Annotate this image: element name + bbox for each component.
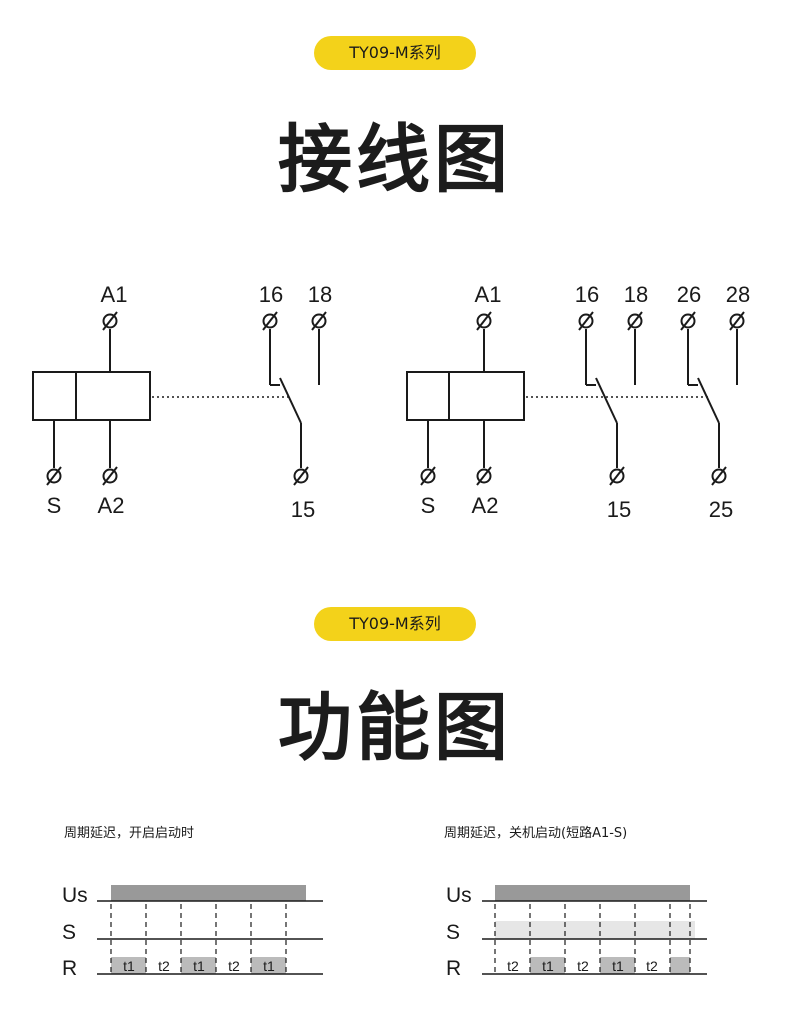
timing-caption-right: 周期延迟，关机启动(短路A1-S) — [444, 826, 628, 841]
switch-blade-2 — [697, 377, 720, 424]
terminal-16-icon — [578, 311, 594, 331]
switch-blade-1 — [595, 377, 618, 424]
interval-label: t2 — [228, 958, 240, 974]
label-s: S — [47, 493, 62, 518]
label-26: 26 — [677, 282, 701, 307]
terminal-a1-icon — [102, 311, 118, 331]
coil-box — [406, 371, 525, 421]
terminal-s-icon — [420, 466, 436, 486]
r-bar — [181, 957, 216, 974]
interval-label: t1 — [612, 958, 624, 974]
s-bar — [495, 921, 695, 939]
wiring-diagram: A1 S A2 16 18 15 A1 S A2 16 18 15 26 28 … — [32, 282, 750, 522]
terminal-a1-icon — [476, 311, 492, 331]
row-label-us: Us — [446, 884, 472, 907]
interval-label: t2 — [646, 958, 658, 974]
relay-right — [406, 329, 738, 468]
label-15: 15 — [291, 497, 315, 522]
series-badge: TY09-M系列 — [314, 607, 476, 641]
r-bar — [530, 957, 565, 974]
r-bar — [111, 957, 146, 974]
terminal-a2-icon — [476, 466, 492, 486]
interval-label: t1 — [263, 958, 275, 974]
interval-label: t2 — [507, 958, 519, 974]
row-label-r: R — [446, 957, 461, 980]
label-a2: A2 — [472, 493, 499, 518]
label-a1: A1 — [101, 282, 128, 307]
terminal-s-icon — [46, 466, 62, 486]
r-bar — [251, 957, 286, 974]
timing-right: Us S R t2 t1 t2 t1 t2 — [446, 884, 707, 980]
wiring-diagram-title: 接线图 — [278, 117, 512, 203]
interval-label: t1 — [193, 958, 205, 974]
label-15: 15 — [607, 497, 631, 522]
label-25: 25 — [709, 497, 733, 522]
label-28: 28 — [726, 282, 750, 307]
terminal-25-icon — [711, 466, 727, 486]
us-bar — [111, 885, 306, 901]
r-bar — [670, 957, 690, 974]
label-18: 18 — [308, 282, 332, 307]
us-bar — [495, 885, 690, 901]
row-label-s: S — [446, 921, 460, 944]
r-bar — [600, 957, 635, 974]
terminal-18-icon — [311, 311, 327, 331]
label-16: 16 — [259, 282, 283, 307]
terminal-26-icon — [680, 311, 696, 331]
terminal-15-icon — [293, 466, 309, 486]
interval-label: t2 — [577, 958, 589, 974]
switch-blade — [279, 377, 302, 424]
row-label-us: Us — [62, 884, 88, 907]
label-s: S — [421, 493, 436, 518]
terminal-15-icon — [609, 466, 625, 486]
interval-label: t1 — [123, 958, 135, 974]
series-badge: TY09-M系列 — [314, 36, 476, 70]
timing-diagrams: Us S R t1 t2 t1 t2 t1 Us S R t2 — [62, 884, 707, 980]
label-18: 18 — [624, 282, 648, 307]
relay-left — [32, 329, 320, 468]
terminal-a2-icon — [102, 466, 118, 486]
row-label-r: R — [62, 957, 77, 980]
terminal-16-icon — [262, 311, 278, 331]
label-a1: A1 — [475, 282, 502, 307]
coil-box — [32, 371, 151, 421]
terminal-28-icon — [729, 311, 745, 331]
label-a2: A2 — [98, 493, 125, 518]
interval-label: t1 — [542, 958, 554, 974]
timing-caption-left: 周期延迟，开启启动时 — [64, 826, 195, 841]
function-diagram-title: 功能图 — [278, 685, 512, 771]
terminal-18-icon — [627, 311, 643, 331]
row-label-s: S — [62, 921, 76, 944]
interval-label: t2 — [158, 958, 170, 974]
label-16: 16 — [575, 282, 599, 307]
timing-left: Us S R t1 t2 t1 t2 t1 — [62, 884, 323, 980]
